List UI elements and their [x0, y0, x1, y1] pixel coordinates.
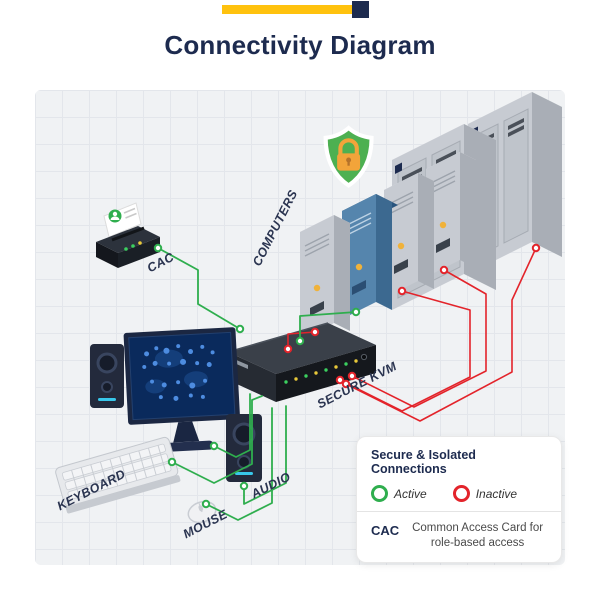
- legend-cac-term: CAC: [371, 523, 400, 538]
- connection-lines-active: [157, 247, 357, 521]
- server-tower-2-secure: [342, 194, 398, 319]
- legend-cac-definition: Common Access Card for role-based access: [412, 522, 544, 549]
- active-label: Active: [394, 486, 427, 501]
- server-tower-4: [426, 152, 476, 277]
- legend-divider: [357, 511, 561, 512]
- inactive-label: Inactive: [475, 486, 518, 501]
- active-status-icon: [371, 485, 388, 502]
- connection-ports-inactive: [283, 243, 541, 389]
- accent-bar: [222, 5, 352, 14]
- cac-reader: [96, 226, 160, 268]
- inactive-status-icon: [452, 485, 470, 502]
- kvm-switch: [227, 322, 376, 402]
- legend-cac-row: CAC Common Access Card for role-based ac…: [371, 521, 547, 551]
- keyboard: [55, 436, 181, 514]
- user-card-icon: [108, 209, 122, 223]
- shield-lock-icon: [323, 125, 374, 188]
- legend-title: Secure & Isolated Connections: [371, 448, 476, 476]
- speaker-right: [226, 414, 262, 482]
- legend-item-inactive: Inactive: [452, 485, 518, 502]
- connection-ports-active: [153, 243, 361, 509]
- legend-card: Secure & Isolated Connections Active Ina…: [356, 436, 562, 563]
- monitor: [123, 327, 240, 453]
- speaker-left: [90, 344, 124, 408]
- accent-square: [352, 1, 369, 18]
- legend-status-row: Active Inactive: [371, 485, 547, 502]
- page-title: Connectivity Diagram: [164, 30, 436, 60]
- kvm-led-row: [284, 353, 368, 384]
- legend-item-active: Active: [371, 485, 427, 502]
- world-map-dots: [142, 344, 215, 401]
- cac-card: [103, 202, 142, 238]
- connection-lines-inactive: [287, 247, 537, 422]
- server-tower-1: [300, 215, 350, 340]
